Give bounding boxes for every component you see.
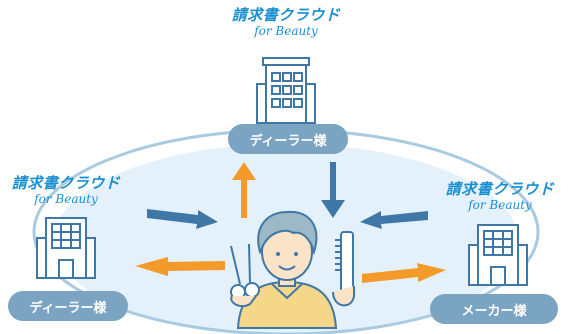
brand-name-ja: 請求書クラウド	[445, 180, 555, 198]
comb-icon	[332, 231, 355, 307]
brand-logo-right: 請求書クラウド for Beauty	[442, 178, 558, 212]
building-icon-left	[36, 217, 96, 279]
arrow-right-orange	[362, 263, 446, 283]
arrow-down-blue	[321, 162, 345, 218]
scissors-icon	[230, 243, 260, 308]
stylist-illustration	[230, 210, 355, 329]
arrow-up-left-orange	[232, 162, 256, 218]
maker-label-right: メーカー様	[430, 294, 558, 324]
building-icon-top	[256, 57, 316, 124]
arrow-left-orange	[135, 257, 225, 276]
brand-name-ja: 請求書クラウド	[11, 174, 121, 192]
brand-name-ja: 請求書クラウド	[231, 6, 341, 24]
brand-name-en: for Beauty	[468, 198, 532, 212]
building-icon-right	[468, 224, 528, 286]
brand-name-en: for Beauty	[34, 192, 98, 206]
dealer-label-top: ディーラー様	[228, 124, 348, 154]
arrow-right-blue	[147, 209, 218, 229]
brand-logo-left: 請求書クラウド for Beauty	[8, 172, 124, 206]
brand-logo-top: 請求書クラウド for Beauty	[228, 4, 344, 38]
arrow-left-blue	[360, 211, 428, 229]
brand-name-en: for Beauty	[254, 24, 318, 38]
dealer-label-left: ディーラー様	[8, 291, 128, 321]
